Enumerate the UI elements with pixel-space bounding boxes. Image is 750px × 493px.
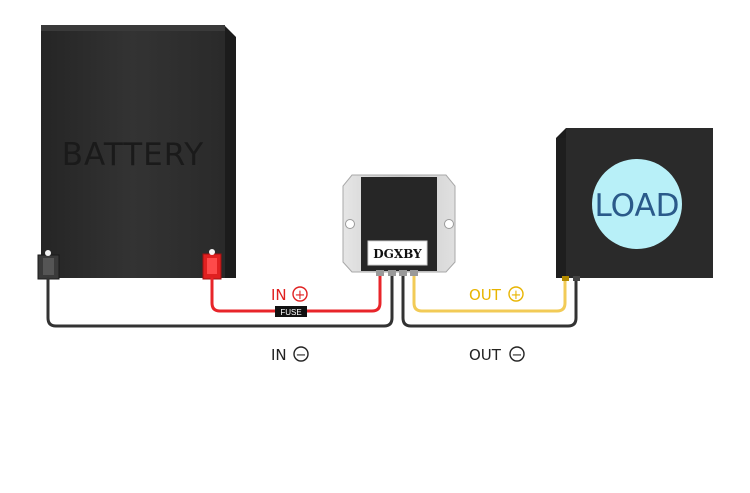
battery-body — [41, 25, 225, 278]
plus-icon — [292, 286, 308, 302]
label-in-positive: IN + — [271, 286, 308, 304]
load-indicator-circle — [592, 159, 682, 249]
wire-in-negative — [46, 270, 394, 328]
fuse-label: FUSE — [280, 308, 301, 317]
label-out-negative: OUT − — [469, 346, 525, 364]
battery-positive-terminal — [202, 249, 222, 280]
load: LOAD — [556, 128, 713, 281]
out-positive-symbol: + — [511, 288, 522, 303]
load-label: LOAD — [594, 188, 679, 224]
wire-out-negative — [401, 270, 578, 328]
fuse: FUSE — [275, 306, 307, 317]
mount-hole-left — [345, 219, 355, 229]
in-negative-symbol: − — [296, 348, 307, 363]
brand-plate — [367, 240, 428, 266]
in-negative-text: IN — [271, 346, 287, 364]
converter: DGXBY — [342, 174, 456, 276]
minus-icon — [509, 346, 525, 362]
brand-label: DGXBY — [373, 247, 422, 261]
minus-icon — [293, 346, 309, 362]
label-in-negative: IN − — [271, 346, 309, 364]
battery-label: BATTERY — [62, 137, 204, 173]
out-negative-text: OUT — [469, 346, 502, 364]
battery-negative-terminal — [37, 250, 60, 280]
in-positive-symbol: + — [295, 288, 306, 303]
mount-hole-right — [444, 219, 454, 229]
out-positive-text: OUT — [469, 286, 502, 304]
out-negative-symbol: − — [512, 348, 523, 363]
plus-icon — [508, 286, 524, 302]
wire-out-positive — [412, 270, 567, 313]
label-out-positive: OUT + — [469, 286, 524, 304]
in-positive-text: IN — [271, 286, 287, 304]
battery: BATTERY — [37, 25, 236, 280]
